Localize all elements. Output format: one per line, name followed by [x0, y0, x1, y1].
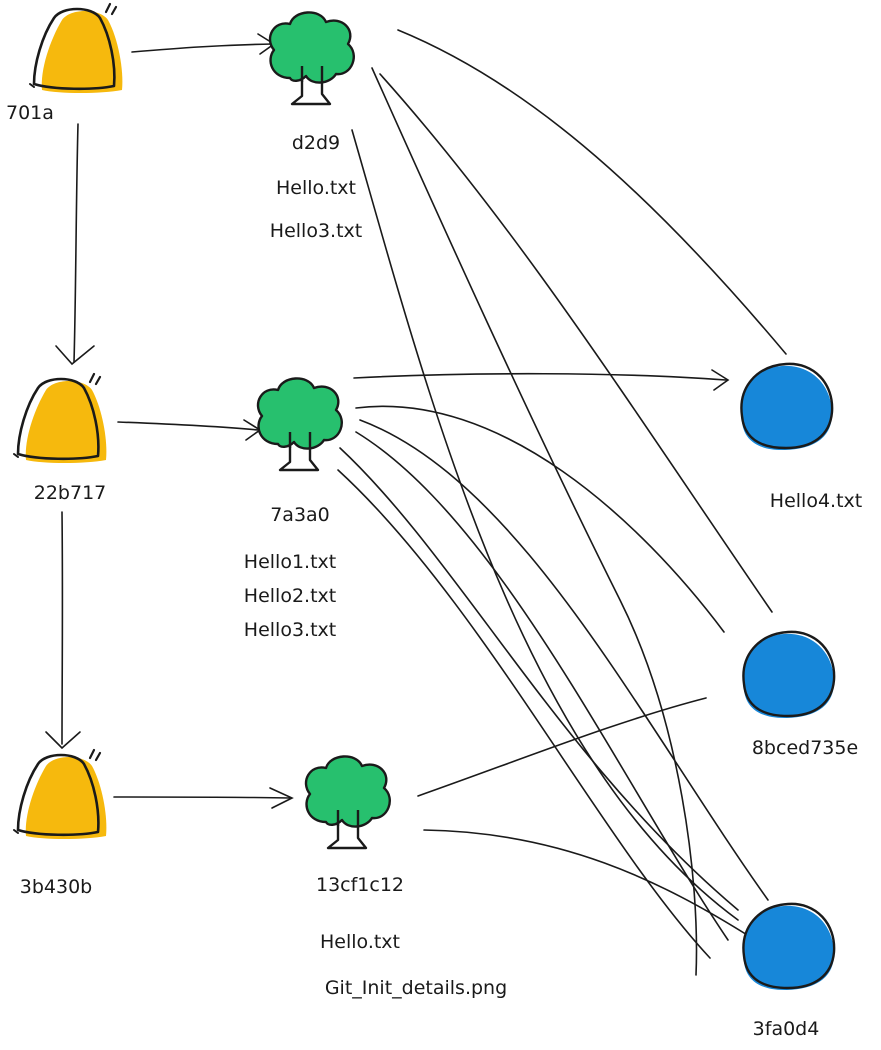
- commit-label-3b430b: 3b430b: [19, 876, 93, 898]
- blob-3fa0d4: [741, 902, 836, 992]
- tree-file-hello3: Hello3.txt: [243, 619, 337, 641]
- commit-22b717: [12, 372, 108, 465]
- tree-blob-edges: [337, 29, 787, 976]
- tree-label-d2d9: d2d9: [291, 132, 341, 154]
- tree-label-13cf1c12: 13cf1c12: [315, 874, 405, 896]
- blob-label-hello4: Hello4.txt: [769, 490, 863, 512]
- blob-label-3fa0d4: 3fa0d4: [752, 1018, 820, 1040]
- tree-13cf1c12: [304, 755, 391, 850]
- tree-file-hello: Hello.txt: [275, 177, 357, 199]
- tree-file-git-init-details: Git_Init_details.png: [324, 977, 508, 999]
- tree-file-hello2: Hello2.txt: [243, 585, 337, 607]
- commit-label-22b717: 22b717: [33, 482, 107, 504]
- tree-7a3a0: [256, 377, 343, 472]
- commit-label-701a: 701a: [6, 102, 54, 124]
- tree-file-hello3: Hello3.txt: [269, 220, 363, 242]
- blob-hello4: [739, 362, 834, 452]
- blob-label-8bced735e: 8bced735e: [751, 737, 859, 759]
- tree-d2d9: [268, 11, 355, 106]
- commit-701a: [28, 2, 124, 95]
- tree-file-hello1: Hello1.txt: [243, 551, 337, 573]
- tree-label-7a3a0: 7a3a0: [270, 504, 330, 526]
- blob-8bced735e: [741, 630, 836, 720]
- commit-3b430b: [12, 748, 108, 841]
- commit-parent-edges: [45, 123, 95, 750]
- tree-file-hello: Hello.txt: [319, 931, 401, 953]
